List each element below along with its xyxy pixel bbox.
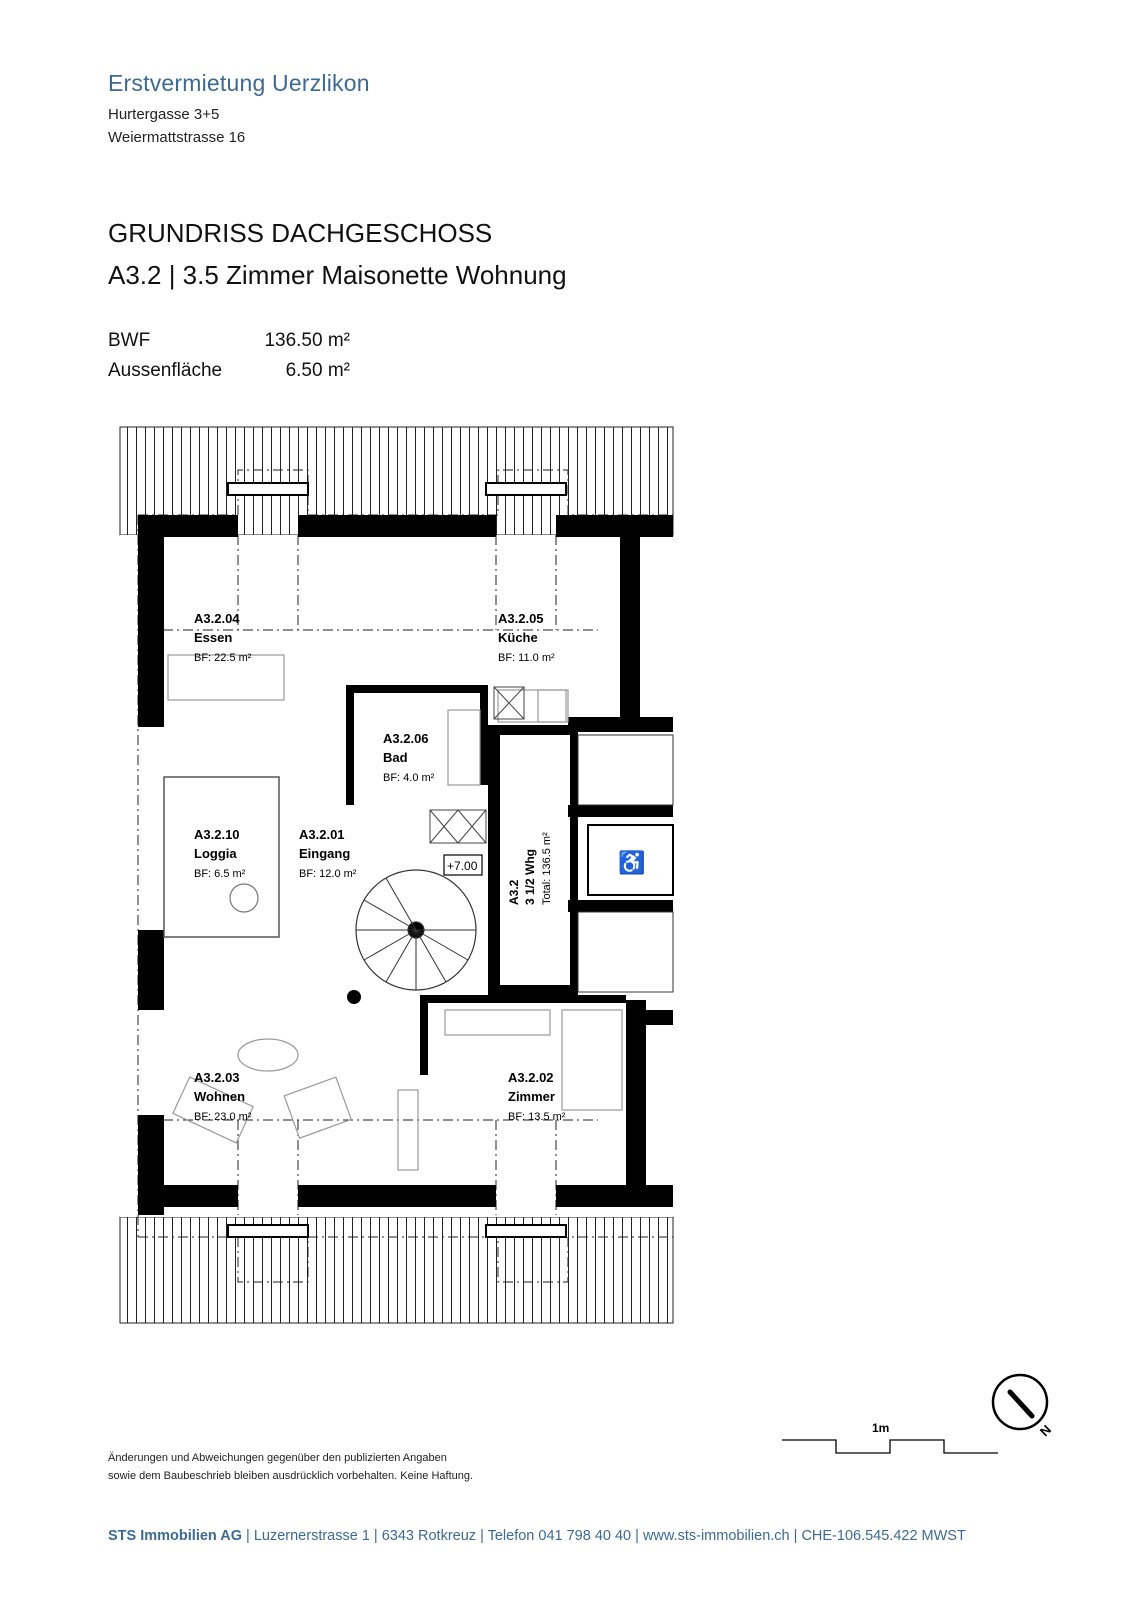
area-value-bwf: 136.50 m² xyxy=(264,330,350,351)
footer-address: Luzernerstrasse 1 xyxy=(253,1528,370,1544)
unit-tag-line2: 3 1/2 Whg xyxy=(523,849,537,905)
north-arrow-icon: N xyxy=(991,1373,1054,1439)
room-area-kueche: BF: 11.0 m² xyxy=(498,652,555,664)
room-id-wohnen: A3.2.03 xyxy=(194,1070,240,1085)
room-id-essen: A3.2.04 xyxy=(194,611,240,626)
footer-city: 6343 Rotkreuz xyxy=(381,1528,477,1544)
area-label-aussenflaeche: Aussenfläche xyxy=(108,360,223,381)
room-area-bad: BF: 4.0 m² xyxy=(383,772,435,784)
footer-company: STS Immobilien AG xyxy=(108,1528,243,1544)
room-area-eingang: BF: 12.0 m² xyxy=(299,868,357,880)
roof-bottom xyxy=(119,1216,674,1324)
footer-separator: | xyxy=(789,1528,802,1544)
room-id-kueche: A3.2.05 xyxy=(498,611,544,626)
level-marker: +7.00 xyxy=(447,859,478,873)
disclaimer-line-1: Änderungen und Abweichungen gegenüber de… xyxy=(108,1452,447,1464)
footer-separator: | xyxy=(242,1528,254,1544)
footer: STS Immobilien AG | Luzernerstrasse 1 | … xyxy=(108,1528,966,1544)
room-name-zimmer: Zimmer xyxy=(508,1089,555,1104)
footer-phone: Telefon 041 798 40 40 xyxy=(487,1528,632,1544)
north-label: N xyxy=(1037,1422,1054,1439)
room-area-essen: BF: 22.5 m² xyxy=(194,652,252,664)
room-area-zimmer: BF: 13.5 m² xyxy=(508,1111,566,1123)
unit-tag-line1: A3.2 xyxy=(507,879,521,905)
plan-heading: GRUNDRISS DACHGESCHOSS xyxy=(108,218,493,248)
footer-web[interactable]: www.sts-immobilien.ch xyxy=(642,1528,790,1544)
room-id-bad: A3.2.06 xyxy=(383,731,429,746)
room-name-bad: Bad xyxy=(383,750,408,765)
room-name-eingang: Eingang xyxy=(299,846,350,861)
room-name-essen: Essen xyxy=(194,630,232,645)
area-value-aussenflaeche: 6.50 m² xyxy=(285,360,350,381)
area-label-bwf: BWF xyxy=(108,330,151,351)
room-area-loggia: BF: 6.5 m² xyxy=(194,868,246,880)
address-line-2: Weiermattstrasse 16 xyxy=(108,129,246,146)
room-name-kueche: Küche xyxy=(498,630,538,645)
disclaimer-line-2: sowie dem Baubeschrieb bleiben ausdrückl… xyxy=(108,1470,474,1482)
unit-tag-line3: Total: 136.5 m² xyxy=(541,832,553,905)
project-title: Erstvermietung Uerzlikon xyxy=(108,70,370,96)
wheelchair-icon: ♿ xyxy=(618,850,645,875)
room-area-wohnen: BF: 23.0 m² xyxy=(194,1111,252,1123)
footer-separator: | xyxy=(369,1528,382,1544)
room-name-wohnen: Wohnen xyxy=(194,1089,245,1104)
scale-label: 1m xyxy=(872,1421,889,1435)
room-id-zimmer: A3.2.02 xyxy=(508,1070,554,1085)
room-id-loggia: A3.2.10 xyxy=(194,827,240,842)
footer-uid: CHE-106.545.422 MWST xyxy=(801,1528,966,1544)
scale-bar: 1m xyxy=(782,1421,998,1454)
floor-plan: A3.2.04 Essen BF: 22.5 m² A3.2.05 Küche … xyxy=(119,426,674,1324)
footer-separator: | xyxy=(631,1528,643,1544)
room-id-eingang: A3.2.01 xyxy=(299,827,345,842)
room-name-loggia: Loggia xyxy=(194,846,237,861)
loggia-outline xyxy=(163,776,280,938)
footer-separator: | xyxy=(476,1528,488,1544)
unit-title: A3.2 | 3.5 Zimmer Maisonette Wohnung xyxy=(108,260,567,290)
address-line-1: Hurtergasse 3+5 xyxy=(108,106,220,123)
